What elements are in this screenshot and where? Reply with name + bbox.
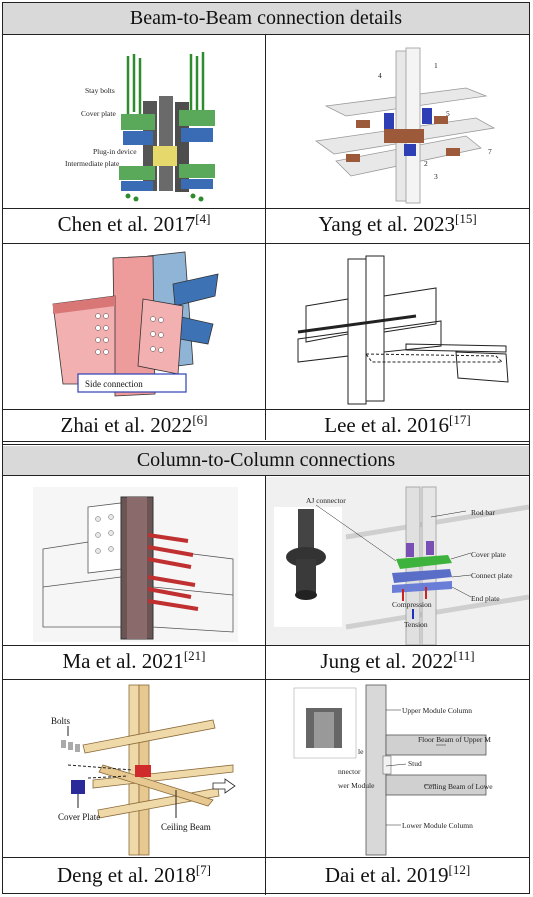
label-ceiling-beam: Ceiling Beam of Lowe <box>424 782 493 791</box>
label-end-plate: End plate <box>471 594 500 603</box>
caption-chen-2017: Chen et al. 2017[4] <box>57 211 211 236</box>
label-cover-plate: Cover plate <box>471 550 506 559</box>
svg-text:1: 1 <box>434 61 438 70</box>
caption-dai-2019: Dai et al. 2019[12] <box>324 862 471 887</box>
label-rod-bar: Rod bar <box>471 508 495 517</box>
column-divider <box>265 476 266 895</box>
caption-ma-2021: Ma et al. 2021[21] <box>62 648 206 673</box>
label-le: le <box>358 747 364 756</box>
label-upper-module-column: Upper Module Column <box>402 706 472 715</box>
caption-lee-2016: Lee et al. 2016[17] <box>324 412 471 437</box>
label-intermediate: Intermediate plate <box>65 159 120 168</box>
caption-zhai-2022: Zhai et al. 2022[6] <box>60 412 208 437</box>
label-floor-beam: Floor Beam of Upper M <box>418 735 491 744</box>
svg-text:4: 4 <box>378 71 382 80</box>
figure-deng-2018: Bolts Cover Plate Ceiling Beam <box>3 680 265 857</box>
figure-lee-2016 <box>266 244 529 409</box>
figure-yang-2023: 1 4 5 2 3 7 <box>266 36 529 208</box>
section-header-column-to-column: Column-to-Column connections <box>3 446 529 476</box>
label-cover-plate: Cover Plate <box>58 812 100 822</box>
label-stud: Stud <box>408 759 422 768</box>
column-divider <box>265 35 266 440</box>
label-side-connection: Side connection <box>85 379 143 389</box>
figure-dai-2019: Upper Module Column Floor Beam of Upper … <box>266 680 529 857</box>
svg-text:3: 3 <box>434 172 438 181</box>
section-title: Beam-to-Beam connection details <box>129 7 403 29</box>
caption-deng-2018: Deng et al. 2018[7] <box>57 862 211 887</box>
label-connect-plate: Connect plate <box>471 571 513 580</box>
label-tension: Tension <box>404 620 428 629</box>
label-plug-in: Plug-in device <box>93 147 137 156</box>
svg-text:2: 2 <box>424 159 428 168</box>
label-aj-connector: AJ connector <box>306 496 346 505</box>
figure-chen-2017: Stay bolts Cover plate Plug-in device In… <box>3 36 265 208</box>
svg-text:7: 7 <box>488 147 492 156</box>
label-connector: nnector <box>338 767 361 776</box>
figure-jung-2022: AJ connector Rod bar Cover plate Connect… <box>266 477 529 645</box>
label-stay-bolts: Stay bolts <box>85 86 115 95</box>
section-title: Column-to-Column connections <box>136 449 396 471</box>
label-lower-module-column: Lower Module Column <box>402 821 473 830</box>
caption-yang-2023: Yang et al. 2023[15] <box>318 211 477 236</box>
label-ceiling-beam: Ceiling Beam <box>161 822 211 832</box>
label-bolts: Bolts <box>51 716 71 726</box>
caption-jung-2022: Jung et al. 2022[11] <box>320 648 475 673</box>
label-wer-module: wer Module <box>338 781 375 790</box>
label-cover-plate: Cover plate <box>81 109 116 118</box>
figure-ma-2021 <box>3 477 265 645</box>
section-header-beam-to-beam: Beam-to-Beam connection details <box>3 3 529 35</box>
svg-text:5: 5 <box>446 109 450 118</box>
label-compression: Compression <box>392 600 432 609</box>
figure-zhai-2022: Side connection <box>3 244 265 409</box>
